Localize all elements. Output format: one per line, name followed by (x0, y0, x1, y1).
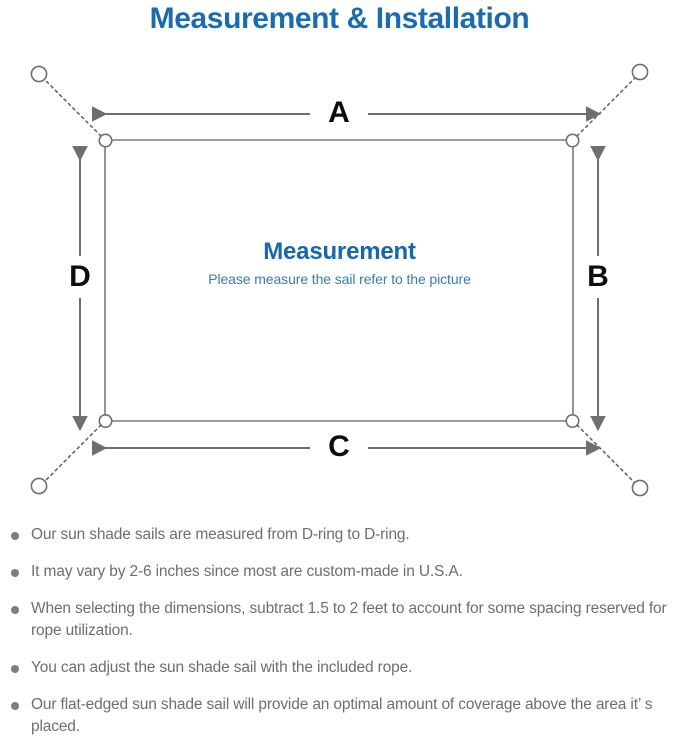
notes-list: Our sun shade sails are measured from D-… (0, 524, 679, 753)
dimension-label-c: C (328, 430, 350, 463)
page-title: Measurement & Installation (149, 2, 530, 35)
d-ring-bottom-right (565, 413, 580, 428)
bullet-icon (11, 569, 19, 577)
anchor-point-bottom-right (631, 479, 649, 497)
list-item-text: You can adjust the sun shade sail with t… (31, 659, 413, 676)
dimension-label-a: A (328, 96, 350, 129)
rope-dashed-line-top-right (576, 76, 637, 137)
dimension-label-d: D (69, 260, 91, 293)
rope-dashed-line-top-left (43, 78, 102, 137)
dimension-label-b: B (587, 260, 609, 293)
bullet-icon (11, 606, 19, 614)
list-item-text: When selecting the dimensions, subtract … (31, 600, 667, 639)
d-ring-top-right (565, 133, 580, 148)
list-item-text: Our sun shade sails are measured from D-… (31, 526, 410, 543)
list-item: When selecting the dimensions, subtract … (0, 598, 679, 642)
list-item-text: Our flat-edged sun shade sail will provi… (31, 696, 653, 735)
list-item: It may vary by 2-6 inches since most are… (0, 561, 679, 583)
bullet-icon (11, 665, 19, 673)
list-item: You can adjust the sun shade sail with t… (0, 657, 679, 679)
d-ring-bottom-left (98, 413, 113, 428)
anchor-point-bottom-left (30, 477, 48, 495)
diagram-svg (30, 63, 649, 497)
bullet-icon (11, 702, 19, 710)
list-item: Our sun shade sails are measured from D-… (0, 524, 679, 546)
rope-dashed-line-bottom-left (43, 424, 102, 483)
measurement-diagram: A B C D (0, 48, 679, 520)
list-item: Our flat-edged sun shade sail will provi… (0, 694, 679, 738)
anchor-point-top-left (30, 65, 48, 83)
d-ring-top-left (98, 133, 113, 148)
bullet-icon (11, 532, 19, 540)
sail-rectangle (104, 139, 574, 422)
list-item-text: It may vary by 2-6 inches since most are… (31, 563, 463, 580)
anchor-point-top-right (631, 63, 649, 81)
rope-dashed-line-bottom-right (576, 424, 637, 485)
